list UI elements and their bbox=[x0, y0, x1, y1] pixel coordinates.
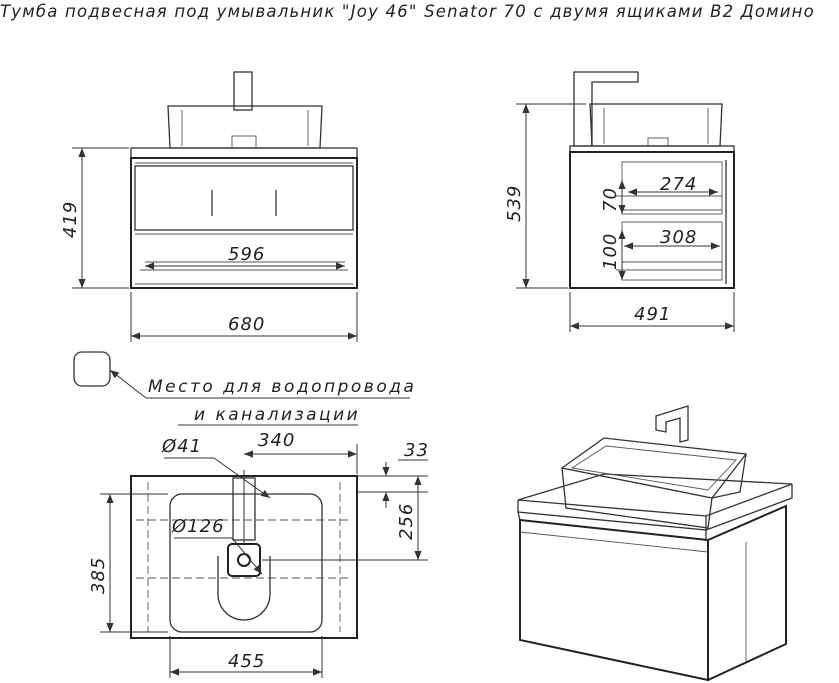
depth-label: 491 bbox=[634, 304, 671, 325]
faucet-icon bbox=[233, 71, 253, 111]
iso-countertop bbox=[517, 473, 793, 517]
iso-cabinet-side bbox=[707, 504, 787, 681]
upper-drawer bbox=[134, 165, 354, 231]
width-label: 680 bbox=[228, 314, 265, 335]
top-width-label: 455 bbox=[228, 651, 265, 672]
inner-width-label: 596 bbox=[228, 244, 265, 265]
iso-cabinet-front bbox=[519, 518, 709, 682]
drawer1-height-label: 70 bbox=[600, 187, 621, 212]
plumbing-zone bbox=[217, 556, 271, 621]
side-height-label: 539 bbox=[504, 185, 525, 222]
edge-label: 33 bbox=[404, 440, 429, 461]
isometric-view bbox=[517, 405, 793, 682]
legend-line1: Место для водопровода bbox=[148, 377, 416, 397]
basin bbox=[167, 105, 323, 149]
height-label: 419 bbox=[60, 201, 81, 238]
offset-label: 340 bbox=[258, 430, 295, 451]
countertop bbox=[130, 147, 358, 159]
drawer2-depth-label: 308 bbox=[660, 227, 697, 248]
basin-top bbox=[169, 493, 323, 633]
top-view: 340 Ø41 33 256 Ø126 385 455 bbox=[88, 430, 429, 678]
legend: Место для водопровода и канализации bbox=[73, 351, 416, 426]
drain-diameter-label: Ø41 bbox=[161, 436, 202, 457]
side-view: 274 308 70 100 539 491 bbox=[504, 71, 735, 332]
cabinet-side-body bbox=[569, 151, 735, 289]
hatched-symbol-icon bbox=[73, 351, 111, 387]
front-view: 596 680 419 bbox=[60, 71, 358, 342]
basin-side bbox=[589, 103, 723, 147]
bowl-diameter-label: Ø126 bbox=[171, 516, 225, 537]
drain-icon bbox=[227, 543, 261, 577]
iso-faucet-icon bbox=[655, 405, 689, 443]
drawing-title: Тумба подвесная под умывальник "Joy 46" … bbox=[0, 2, 815, 21]
cabinet-body bbox=[130, 157, 358, 289]
drawer1-depth-label: 274 bbox=[660, 174, 697, 195]
drain-depth-label: 256 bbox=[396, 503, 417, 540]
total-depth-label: 385 bbox=[88, 557, 109, 594]
drawer2-height-label: 100 bbox=[600, 233, 621, 270]
faucet-side-icon bbox=[573, 71, 639, 147]
iso-basin bbox=[560, 437, 748, 499]
legend-line2: и канализации bbox=[194, 405, 360, 425]
